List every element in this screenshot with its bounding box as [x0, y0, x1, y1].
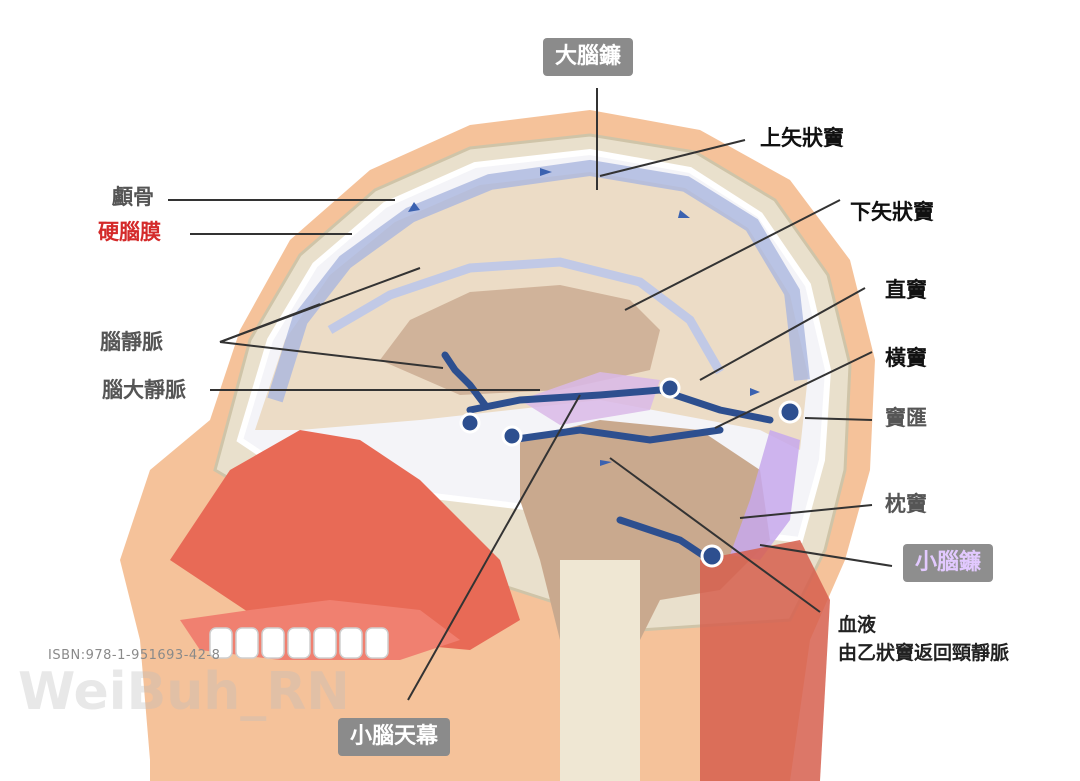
- label-tentorium-cerebelli: 小腦天幕: [338, 718, 451, 756]
- watermark: WeiBuh_RN: [18, 662, 350, 722]
- flow-arrows: [408, 168, 760, 466]
- dark-sinuses: [441, 351, 774, 564]
- nasal-cavity: [170, 430, 520, 650]
- label-transverse-sinus: 橫竇: [885, 346, 927, 370]
- sinus-nodes: [459, 377, 802, 568]
- label-occipital-sinus: 枕竇: [885, 492, 927, 516]
- label-great-cerebral-vein: 腦大靜脈: [102, 378, 186, 402]
- label-blood-return-line2: 由乙狀竇返回頸靜脈: [838, 641, 1010, 664]
- label-blood-return-line1: 血液: [838, 614, 877, 636]
- label-falx-cerebri: 大腦鐮: [543, 38, 634, 76]
- neck-muscle: [700, 540, 830, 781]
- label-falx-cerebelli: 小腦鐮: [903, 544, 994, 582]
- label-dura-mater: 硬腦膜: [98, 220, 161, 244]
- isbn-text: ISBN:978-1-951693-42-8: [48, 648, 221, 663]
- label-inferior-sagittal-sinus: 下矢狀竇: [850, 200, 934, 224]
- spine: [560, 560, 640, 781]
- label-skull: 顱骨: [112, 185, 154, 209]
- teeth: [209, 627, 389, 659]
- label-cerebral-veins: 腦靜脈: [100, 330, 163, 354]
- label-superior-sagittal-sinus: 上矢狀竇: [760, 126, 844, 150]
- falx-cerebelli-shape: [730, 430, 800, 560]
- label-straight-sinus: 直竇: [885, 278, 927, 302]
- label-blood-return: 血液 由乙狀竇返回頸靜脈: [838, 612, 1009, 667]
- leader-lines: [168, 88, 893, 701]
- label-confluence-of-sinuses: 竇匯: [885, 406, 927, 430]
- inferior-sagittal-sinus-shape: [327, 257, 724, 375]
